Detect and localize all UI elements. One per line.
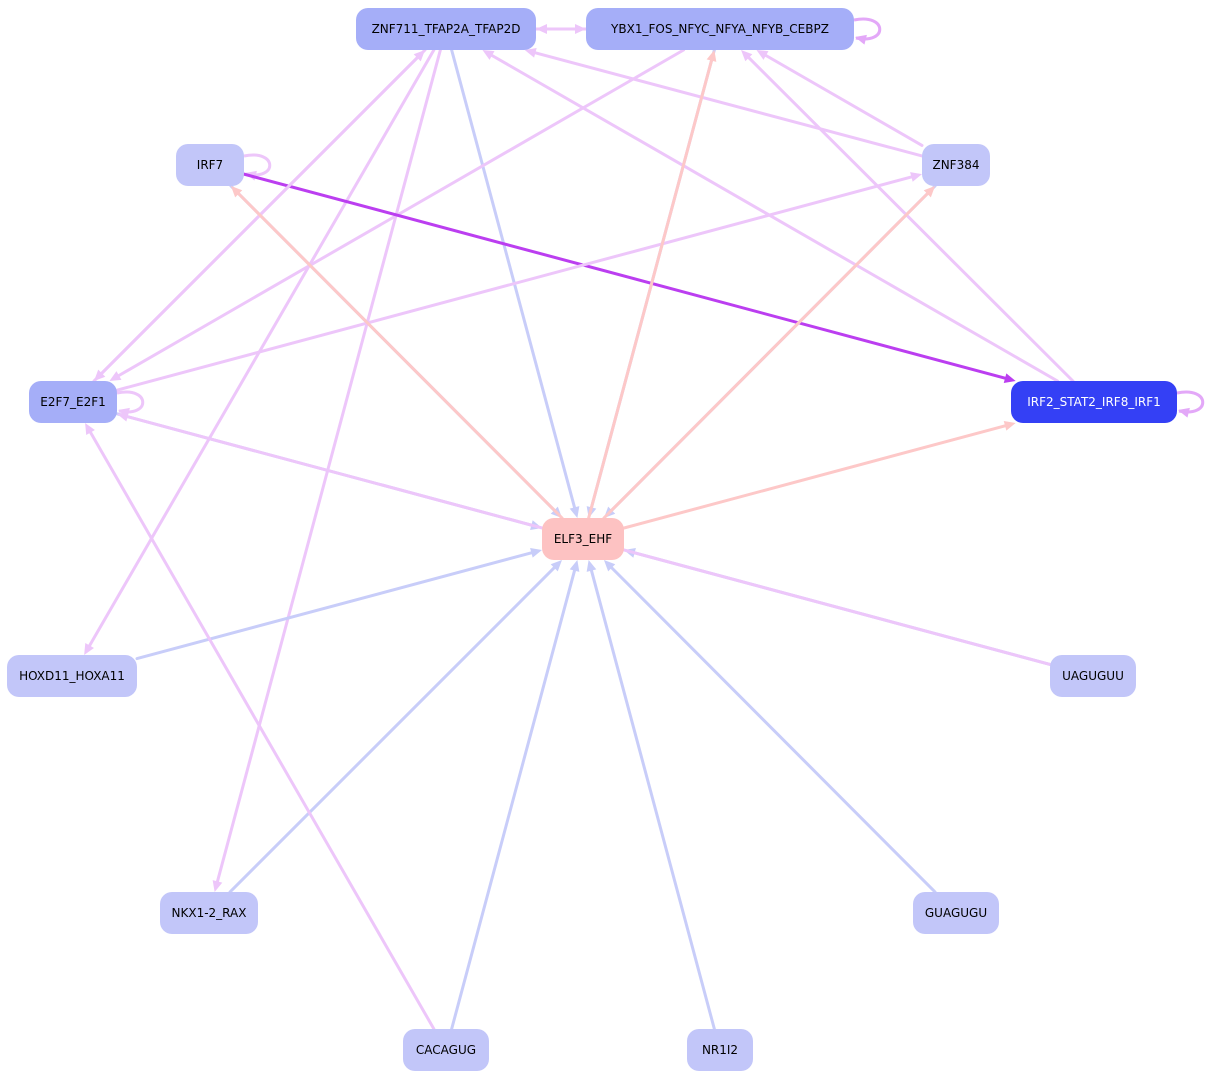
edge-e2f7-to-znf711: [92, 50, 425, 383]
edge-elf3-to-znf384: [602, 186, 936, 520]
node-elf3[interactable]: ELF3_EHF: [542, 518, 624, 560]
node-label: IRF7: [197, 158, 223, 172]
node-label: ZNF711_TFAP2A_TFAP2D: [372, 22, 521, 36]
node-hoxd11[interactable]: HOXD11_HOXA11: [7, 655, 137, 697]
edge-ybx1-to-znf711: [536, 24, 588, 34]
edge-znf384-to-ybx1: [756, 50, 924, 147]
edge-elf3-to-irf2: [622, 421, 1016, 530]
node-label: GUAGUGU: [925, 906, 987, 920]
node-box[interactable]: [356, 8, 536, 50]
node-nkx12[interactable]: NKX1-2_RAX: [160, 892, 258, 934]
edge-irf2-to-znf711: [482, 50, 1060, 383]
node-irf2[interactable]: IRF2_STAT2_IRF8_IRF1: [1011, 381, 1177, 423]
edge-e2f7-to-znf384: [115, 172, 922, 392]
node-box[interactable]: [586, 8, 854, 50]
node-label: HOXD11_HOXA11: [19, 669, 125, 683]
node-ybx1[interactable]: YBX1_FOS_NFYC_NFYA_NFYB_CEBPZ: [586, 8, 854, 50]
node-label: ELF3_EHF: [554, 532, 612, 546]
node-box[interactable]: [160, 892, 258, 934]
edge-guagugu-to-elf3: [603, 560, 937, 894]
edge-znf384-to-znf711: [524, 48, 924, 158]
node-box[interactable]: [922, 144, 990, 186]
node-box[interactable]: [1011, 381, 1177, 423]
node-label: NKX1-2_RAX: [172, 906, 247, 920]
node-box[interactable]: [29, 381, 117, 423]
node-box[interactable]: [913, 892, 999, 934]
node-box[interactable]: [687, 1029, 753, 1071]
node-box[interactable]: [542, 518, 624, 560]
node-box[interactable]: [403, 1029, 489, 1071]
edge-znf711-to-elf3: [450, 48, 580, 518]
edge-elf3-to-ybx1: [587, 50, 717, 520]
edge-cacagug-to-elf3: [450, 560, 580, 1031]
edge-irf7-to-irf2: [242, 172, 1016, 383]
node-label: NR1I2: [702, 1043, 738, 1057]
edge-znf711-to-nkx12: [212, 48, 442, 892]
edge-irf2-to-irf2: [1176, 390, 1205, 418]
edge-hoxd11-to-elf3: [135, 548, 542, 661]
edge-znf711-to-hoxd11: [84, 48, 436, 655]
node-nr1i2[interactable]: NR1I2: [687, 1029, 753, 1071]
edge-nkx12-to-elf3: [228, 560, 562, 894]
node-cacagug[interactable]: CACAGUG: [403, 1029, 489, 1071]
node-irf7[interactable]: IRF7: [176, 144, 244, 186]
edge-cacagug-to-e2f7: [85, 423, 436, 1031]
node-label: IRF2_STAT2_IRF8_IRF1: [1027, 395, 1161, 409]
node-label: ZNF384: [932, 158, 979, 172]
node-label: UAGUGUU: [1062, 669, 1124, 683]
edge-irf2-to-ybx1: [741, 50, 1075, 383]
edge-ybx1-to-e2f7: [109, 48, 686, 381]
edge-elf3-to-irf7: [230, 186, 564, 520]
edge-nr1i2-to-elf3: [586, 560, 716, 1031]
edge-ybx1-to-ybx1: [853, 17, 882, 45]
node-box[interactable]: [1050, 655, 1136, 697]
node-uaguguu[interactable]: UAGUGUU: [1050, 655, 1136, 697]
node-znf711[interactable]: ZNF711_TFAP2A_TFAP2D: [356, 8, 536, 50]
node-znf384[interactable]: ZNF384: [922, 144, 990, 186]
node-guagugu[interactable]: GUAGUGU: [913, 892, 999, 934]
nodes-layer: ZNF711_TFAP2A_TFAP2D YBX1_FOS_NFYC_NFYA_N…: [7, 8, 1177, 1071]
node-box[interactable]: [7, 655, 137, 697]
node-label: CACAGUG: [416, 1043, 476, 1057]
node-e2f7[interactable]: E2F7_E2F1: [29, 381, 117, 423]
node-box[interactable]: [176, 144, 244, 186]
node-label: E2F7_E2F1: [40, 395, 106, 409]
edges-layer: [84, 17, 1205, 1031]
node-label: YBX1_FOS_NFYC_NFYA_NFYB_CEBPZ: [610, 22, 829, 36]
